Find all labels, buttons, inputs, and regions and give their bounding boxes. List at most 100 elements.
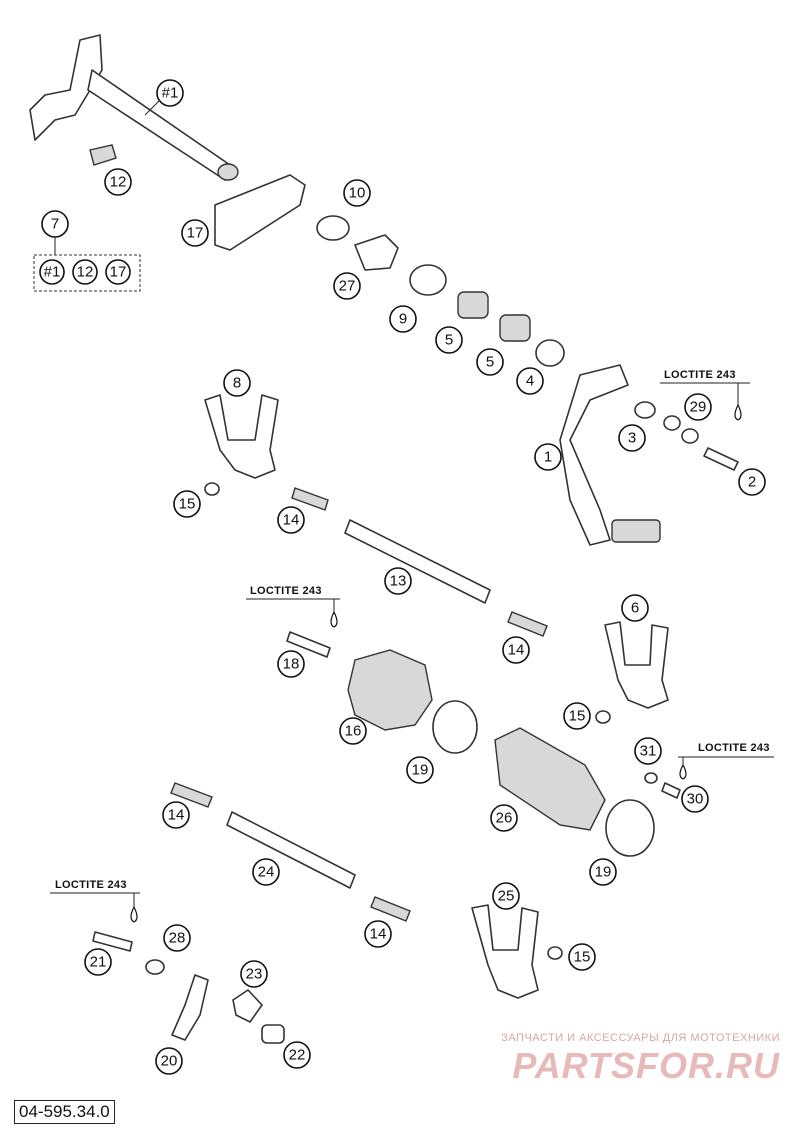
svg-text:6: 6 xyxy=(631,600,639,617)
callout-16: 16 xyxy=(339,717,367,745)
svg-text:10: 10 xyxy=(349,185,366,202)
svg-text:29: 29 xyxy=(690,399,707,416)
spring-14b xyxy=(507,611,548,637)
svg-text:15: 15 xyxy=(569,708,586,725)
loctite-label-2: LOCTITE 243 xyxy=(250,585,322,597)
callout-13: 13 xyxy=(384,567,412,595)
watermark-caption: ЗАПЧАСТИ И АКСЕССУАРЫ ДЛЯ МОТОТЕХНИКИ xyxy=(501,1032,780,1044)
callout-1: 1 xyxy=(534,443,562,471)
callout-14b: 14 xyxy=(502,636,530,664)
torsion-spring xyxy=(232,989,263,1023)
callout-31: 31 xyxy=(634,737,662,765)
callout-14d: 14 xyxy=(364,920,392,948)
bolt-21 xyxy=(92,931,133,952)
svg-text:23: 23 xyxy=(246,966,263,983)
callout-20: 20 xyxy=(155,1047,183,1075)
circlip xyxy=(316,215,350,241)
callout-22: 22 xyxy=(283,1041,311,1069)
svg-text:14: 14 xyxy=(508,642,525,659)
loctite-drop-4 xyxy=(130,905,138,923)
svg-text:14: 14 xyxy=(370,926,387,943)
loctite-drop-1 xyxy=(734,403,742,421)
svg-text:13: 13 xyxy=(390,573,407,590)
svg-text:24: 24 xyxy=(258,864,275,881)
svg-text:30: 30 xyxy=(687,791,704,808)
spring-14d xyxy=(370,896,411,922)
shift-drum xyxy=(494,727,606,831)
svg-text:3: 3 xyxy=(628,430,636,447)
svg-text:17: 17 xyxy=(110,264,127,281)
shaft-seal xyxy=(535,339,565,367)
callout-30: 30 xyxy=(681,785,709,813)
needle-bearing-b xyxy=(499,314,531,342)
svg-text:#1: #1 xyxy=(162,85,179,102)
callout-8: 8 xyxy=(223,369,251,397)
callout-2: 2 xyxy=(738,468,766,496)
pedal-tip xyxy=(611,519,661,543)
callout-15c: 15 xyxy=(568,943,596,971)
washer-3 xyxy=(634,401,656,419)
callout-7: 7 xyxy=(41,210,69,238)
svg-text:7: 7 xyxy=(51,216,59,233)
svg-text:#1: #1 xyxy=(44,264,61,281)
svg-text:15: 15 xyxy=(179,496,196,513)
svg-text:15: 15 xyxy=(574,949,591,966)
loctite-label-1: LOCTITE 243 xyxy=(664,369,736,381)
callout-14c: 14 xyxy=(162,801,190,829)
callout-18: 18 xyxy=(277,650,305,678)
callout-29: 29 xyxy=(684,393,712,421)
svg-text:14: 14 xyxy=(168,807,185,824)
svg-text:8: 8 xyxy=(233,375,241,392)
pedal-bolt xyxy=(703,447,739,471)
spring-14c xyxy=(170,782,213,808)
svg-text:12: 12 xyxy=(110,174,127,191)
svg-text:19: 19 xyxy=(412,762,429,779)
svg-text:5: 5 xyxy=(486,354,494,371)
drum-bearing-19b xyxy=(605,799,655,857)
guide-roller-15b xyxy=(595,710,611,724)
drum-bearing-19a xyxy=(432,700,478,754)
washer-31 xyxy=(644,772,658,784)
callout-25: 25 xyxy=(492,882,520,910)
washer-28 xyxy=(145,959,165,975)
svg-text:4: 4 xyxy=(526,373,534,390)
svg-text:5: 5 xyxy=(445,332,453,349)
svg-text:26: 26 xyxy=(496,810,513,827)
callout-28: 28 xyxy=(163,924,191,952)
shift-fork-6 xyxy=(604,621,669,709)
washer-9 xyxy=(409,264,447,296)
callout-19a: 19 xyxy=(406,756,434,784)
guide-roller-15c xyxy=(547,946,563,960)
svg-text:20: 20 xyxy=(161,1053,178,1070)
svg-text:18: 18 xyxy=(283,656,300,673)
callout-9: 9 xyxy=(389,305,417,333)
loctite-drop-2 xyxy=(330,610,338,628)
callout-10: 10 xyxy=(343,179,371,207)
callout-19b: 19 xyxy=(589,858,617,886)
locking-lever xyxy=(354,234,399,271)
svg-text:19: 19 xyxy=(595,864,612,881)
washer-29 xyxy=(663,415,681,431)
shift-shaft xyxy=(29,34,239,181)
callout-5b: 5 xyxy=(476,348,504,376)
svg-text:14: 14 xyxy=(283,512,300,529)
shift-rail-24 xyxy=(226,811,356,889)
shift-rail-13 xyxy=(344,519,491,604)
svg-text:21: 21 xyxy=(90,954,107,971)
bolt-18 xyxy=(286,631,331,658)
callout-14a: 14 xyxy=(277,506,305,534)
callout-23: 23 xyxy=(240,960,268,988)
svg-text:31: 31 xyxy=(640,743,657,760)
shift-lever-plate xyxy=(214,174,306,251)
guide-roller-15a xyxy=(204,482,220,496)
sleeve-22 xyxy=(261,1024,285,1044)
screw-30 xyxy=(661,782,681,799)
callout-6: 6 xyxy=(621,594,649,622)
shift-fork-25 xyxy=(471,904,539,999)
svg-text:16: 16 xyxy=(345,723,362,740)
drawing-code: 04-595.34.0 xyxy=(14,1100,115,1124)
loctite-drop-3 xyxy=(679,763,687,780)
locking-lever-20 xyxy=(171,974,209,1041)
svg-text:1: 1 xyxy=(544,449,552,466)
spring-14a xyxy=(291,487,329,511)
